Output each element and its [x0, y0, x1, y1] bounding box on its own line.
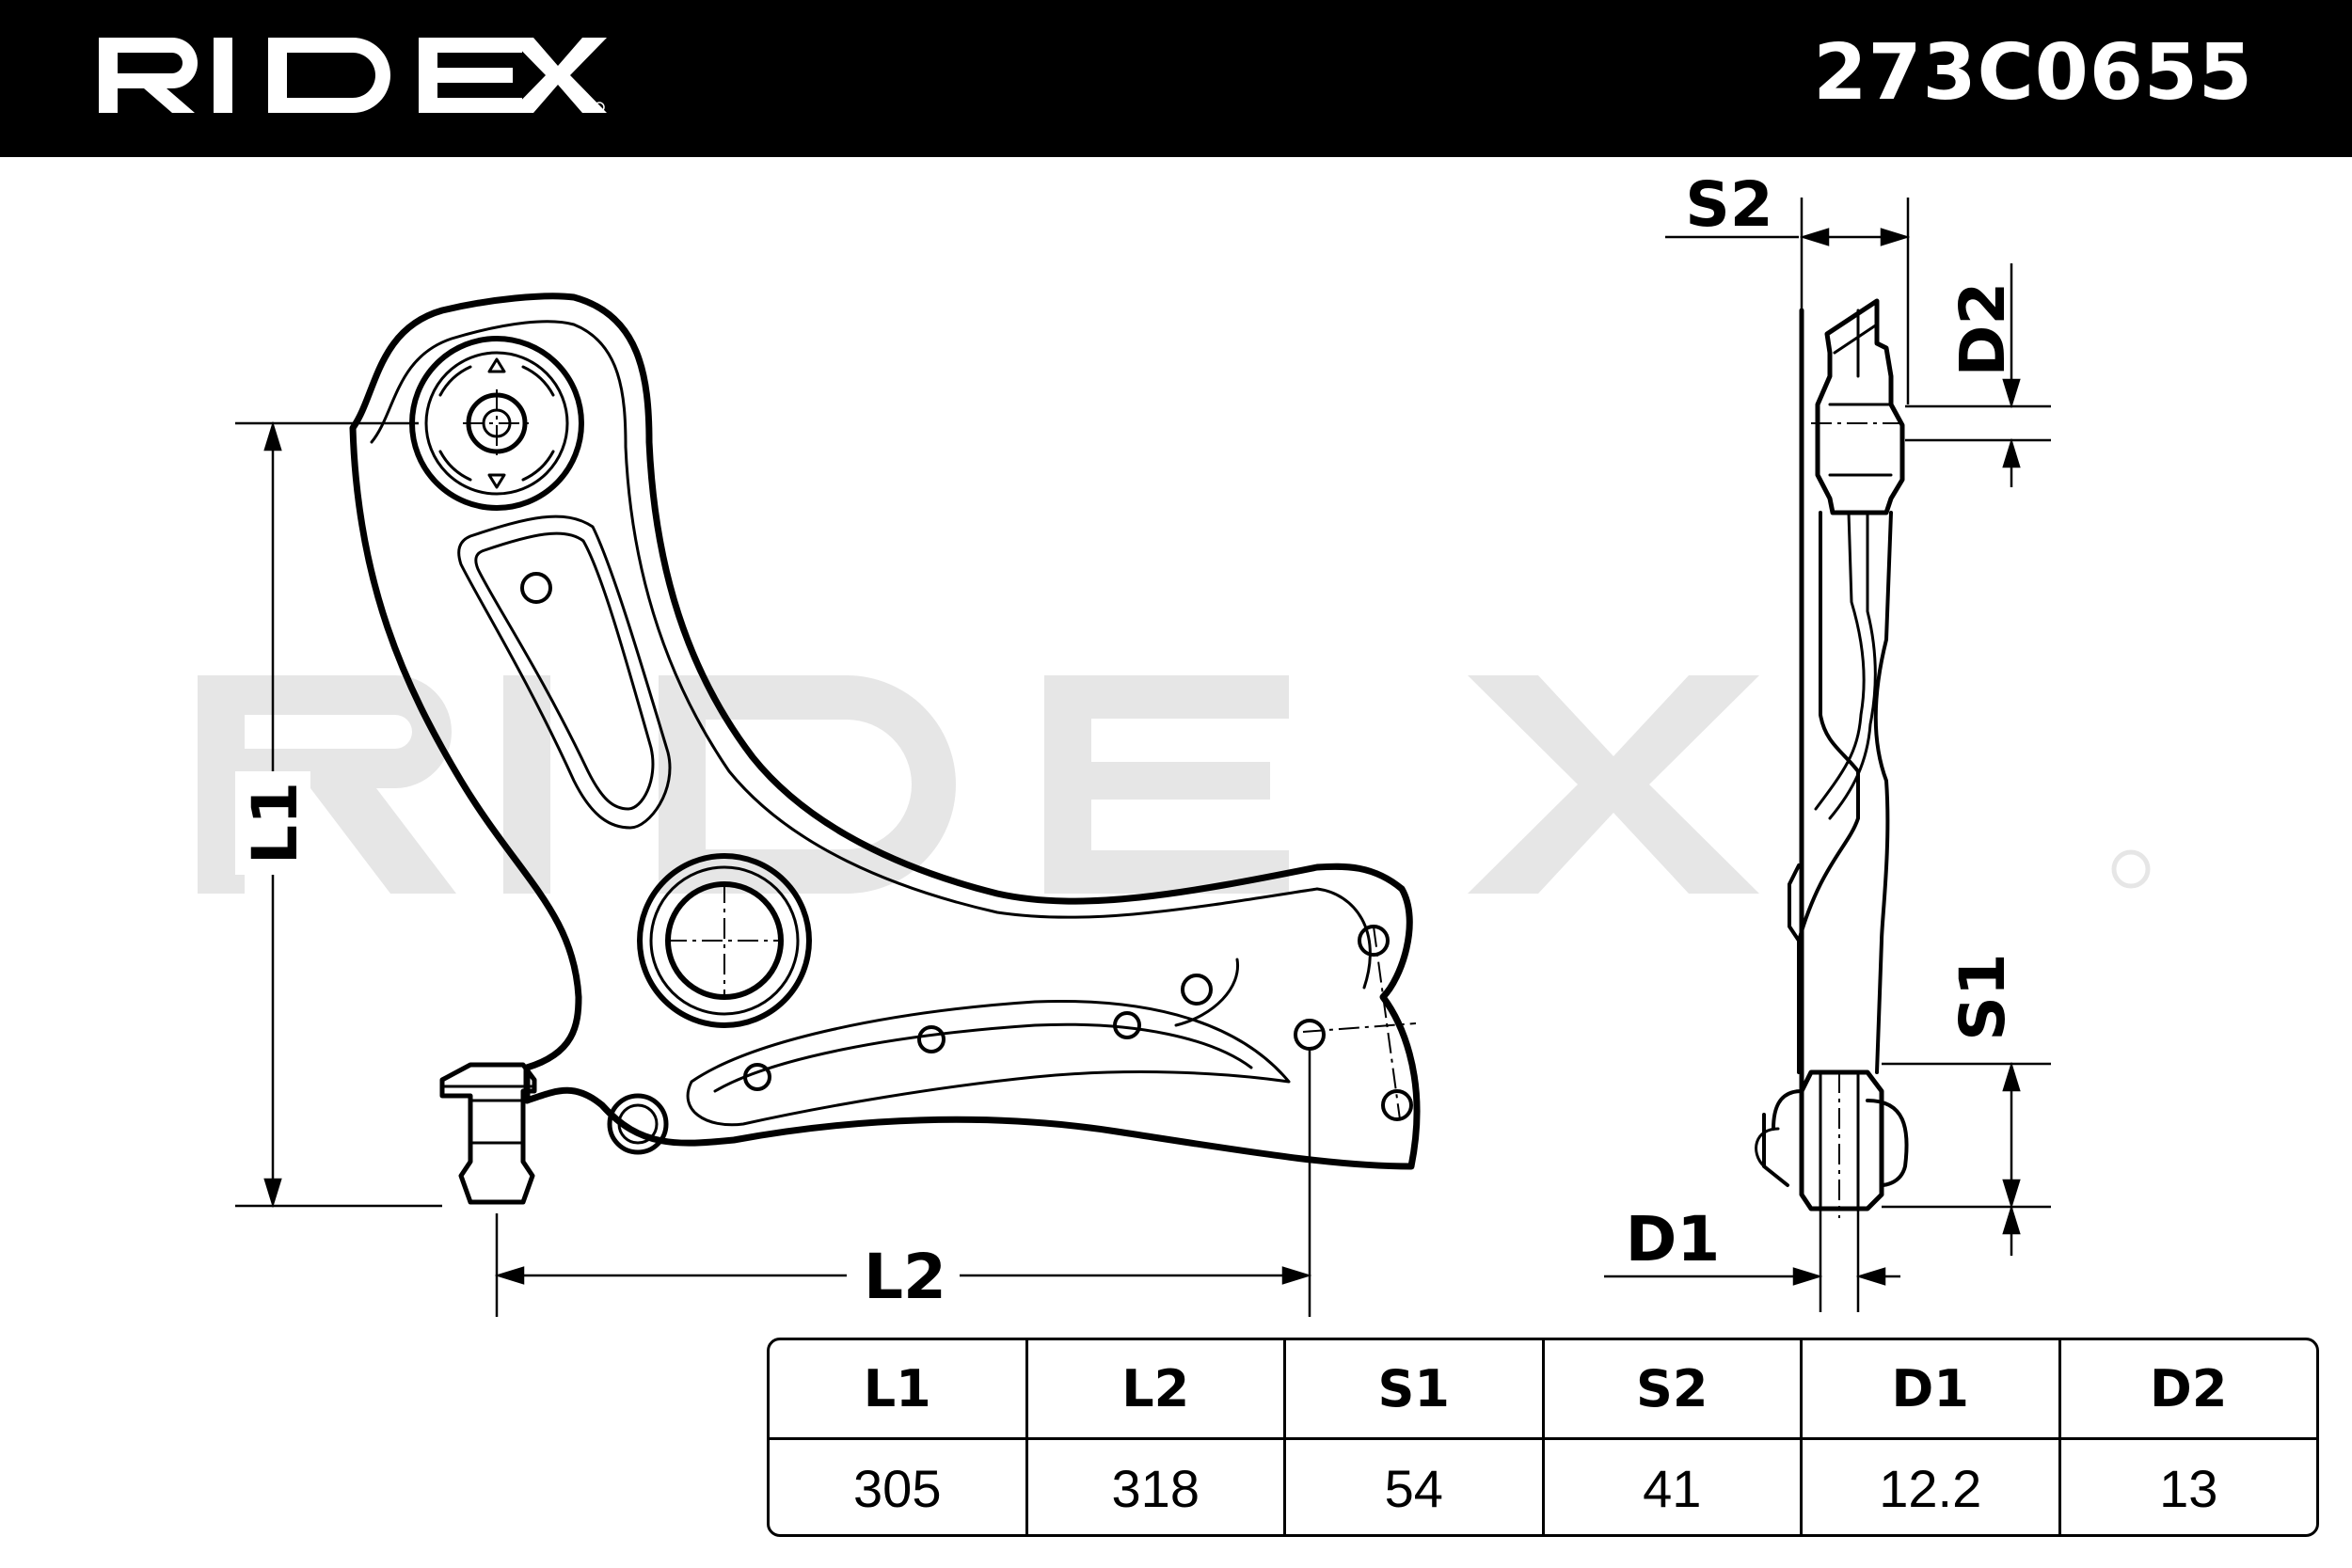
- technical-drawing: L1 L2: [198, 168, 2151, 1317]
- spec-value-cell: 41: [1541, 1440, 1801, 1534]
- spec-header-cell: S2: [1541, 1340, 1801, 1437]
- control-arm-side-view: [1755, 298, 1909, 1212]
- spec-table-value-row: 305 318 54 41 12.2 13: [770, 1437, 2317, 1534]
- spec-header-cell: L1: [863, 1359, 931, 1418]
- d2-label: D2: [1947, 282, 2019, 377]
- s2-label: S2: [1685, 168, 1772, 241]
- centerlines: [463, 389, 1417, 1120]
- l1-label: L1: [239, 782, 311, 864]
- spec-header-cell: D2: [2058, 1340, 2317, 1437]
- spec-header-cell: L2: [1025, 1340, 1284, 1437]
- part-number: 273C0655: [1813, 28, 2253, 118]
- centerlines-side: [1811, 422, 1905, 1218]
- spec-table-header-row: L1 L2 S1 S2 D1 D2: [770, 1340, 2316, 1437]
- spec-value-cell: 318: [1025, 1440, 1284, 1534]
- spec-value-cell: 305: [853, 1459, 942, 1518]
- spec-table: L1 L2 S1 S2 D1 D2 305 318 54 41 12.2 13: [767, 1338, 2319, 1537]
- l2-label: L2: [864, 1241, 946, 1313]
- spec-header-cell: S1: [1283, 1340, 1542, 1437]
- spec-value-cell: 12.2: [1800, 1440, 2058, 1534]
- dimension-lines-side: [1604, 198, 2051, 1312]
- s1-label: S1: [1947, 953, 2019, 1040]
- d1-label: D1: [1626, 1203, 1721, 1275]
- watermark-logo: [198, 675, 2151, 894]
- spec-value-cell: 54: [1283, 1440, 1542, 1534]
- header-bar: 273C0655: [0, 0, 2352, 157]
- spec-value-cell: 13: [2058, 1440, 2317, 1534]
- spec-header-cell: D1: [1800, 1340, 2058, 1437]
- brand-logo: [99, 38, 607, 113]
- dimension-label-bg: [235, 771, 960, 1313]
